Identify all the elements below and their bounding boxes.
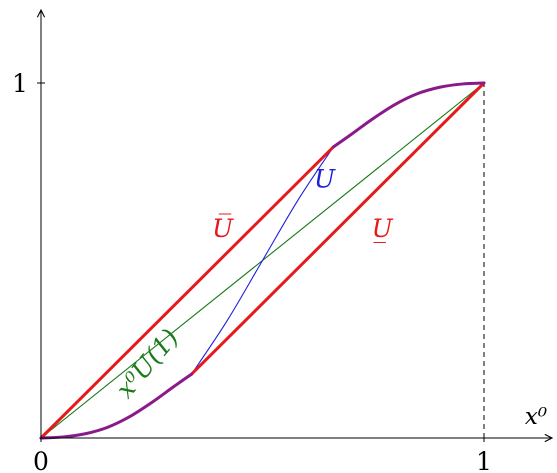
x-tick-label-0: 0 — [33, 447, 49, 473]
x-axis-label: x⁰ — [525, 404, 547, 430]
series-line-2 — [191, 146, 334, 375]
y-tick-label-0: 1 — [12, 69, 28, 98]
curve-label-0: U̅ — [212, 214, 234, 243]
curve-label-3: x⁰U(1) — [110, 323, 184, 403]
x-tick-label-1: 1 — [476, 447, 492, 473]
series-layer — [39, 81, 486, 440]
series-line-4 — [39, 372, 194, 440]
series-line-1 — [190, 81, 486, 376]
curve-label-2: U — [314, 164, 336, 193]
axis-layer — [37, 10, 552, 442]
curve-label-1: U̲ — [372, 214, 394, 243]
series-line-0 — [39, 145, 335, 440]
series-line-5 — [331, 81, 486, 149]
